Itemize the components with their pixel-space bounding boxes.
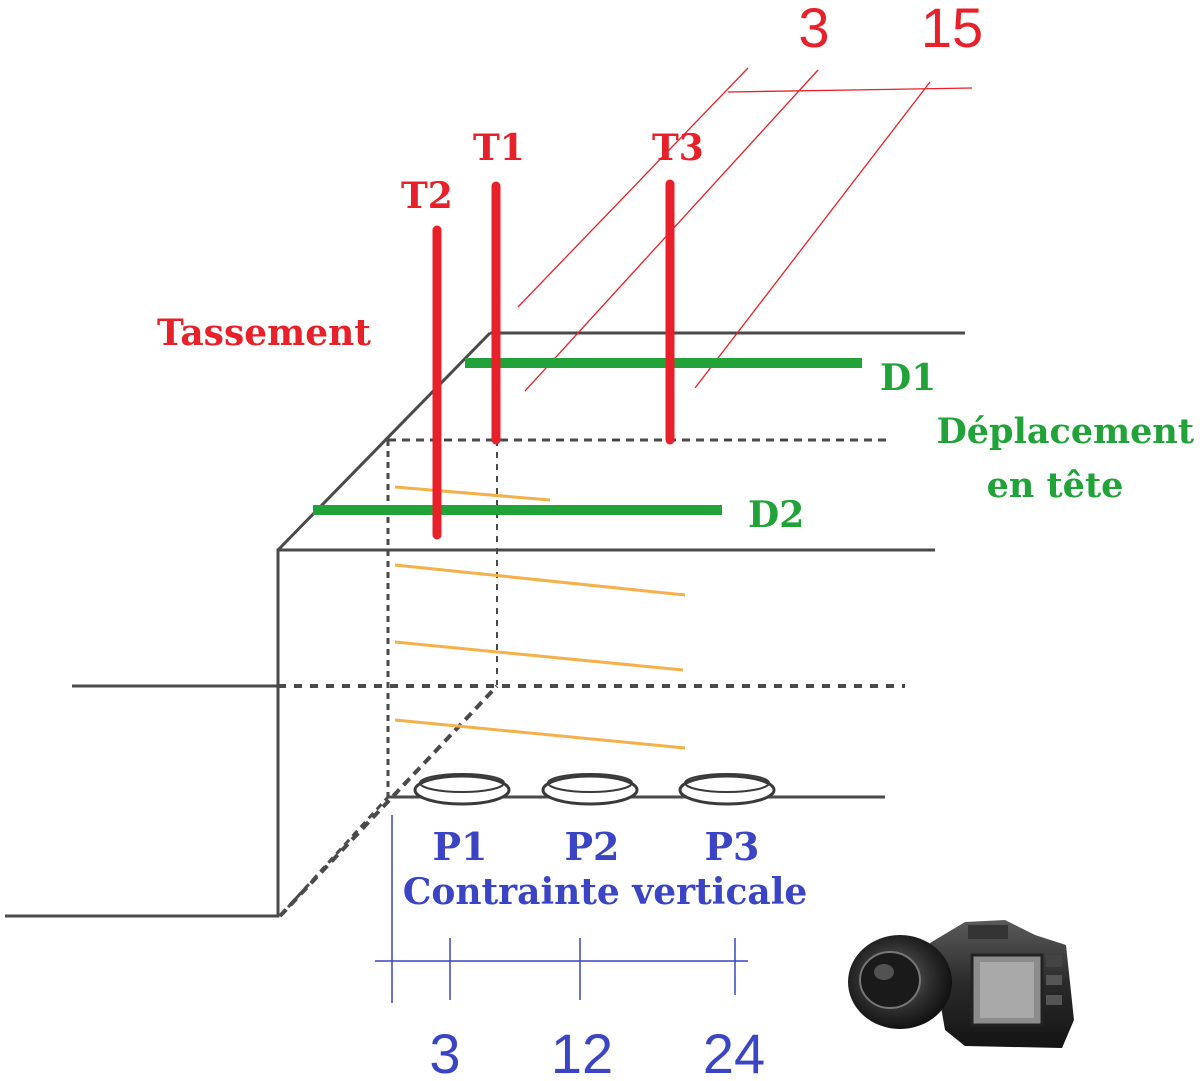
top-dimension-3: 3 <box>798 0 829 59</box>
pressure-cell-p3 <box>678 773 776 806</box>
label-t1: T1 <box>473 127 525 169</box>
label-deplacement-line1: Déplacement <box>936 411 1194 452</box>
reinforcement-strips <box>394 485 686 750</box>
label-d1: D1 <box>880 357 936 399</box>
label-contrainte-verticale: Contrainte verticale <box>403 871 808 913</box>
pressure-cell-p2 <box>541 773 639 806</box>
label-deplacement-line2: en tête <box>987 465 1124 506</box>
bottom-dimension-3: 3 <box>429 1022 460 1081</box>
label-p3: P3 <box>704 824 759 869</box>
reinforcement-strip <box>394 485 551 502</box>
displacement-lines <box>313 358 862 515</box>
dimension-leader <box>517 67 749 308</box>
label-tassement: Tassement <box>157 312 371 354</box>
bottom-dimension-24: 24 <box>703 1022 765 1081</box>
ground-outline <box>5 548 935 918</box>
settlement-gauges <box>432 179 675 540</box>
labels: Tassement T2 T1 T3 D1 D2 Déplacement en … <box>157 0 1194 1081</box>
base-front-dotted <box>278 795 390 918</box>
pressure-cells <box>413 773 776 806</box>
pressure-cell-p1 <box>413 773 511 806</box>
bottom-dimension-axis <box>375 815 748 1003</box>
reinforcement-strip <box>394 640 684 672</box>
camera-icon <box>848 920 1074 1048</box>
top-dimension-lines <box>517 67 973 392</box>
dimension-baseline-top <box>727 87 973 93</box>
label-d2: D2 <box>748 494 804 536</box>
bottom-dimension-12: 12 <box>551 1022 613 1081</box>
dimension-leader <box>694 81 931 389</box>
reinforcement-strip <box>394 718 686 750</box>
label-t2: T2 <box>401 175 453 217</box>
reinforcement-strip <box>394 563 686 597</box>
label-p1: P1 <box>432 824 487 869</box>
top-dimension-15: 15 <box>921 0 983 59</box>
label-p2: P2 <box>564 824 619 869</box>
label-t3: T3 <box>652 127 704 169</box>
